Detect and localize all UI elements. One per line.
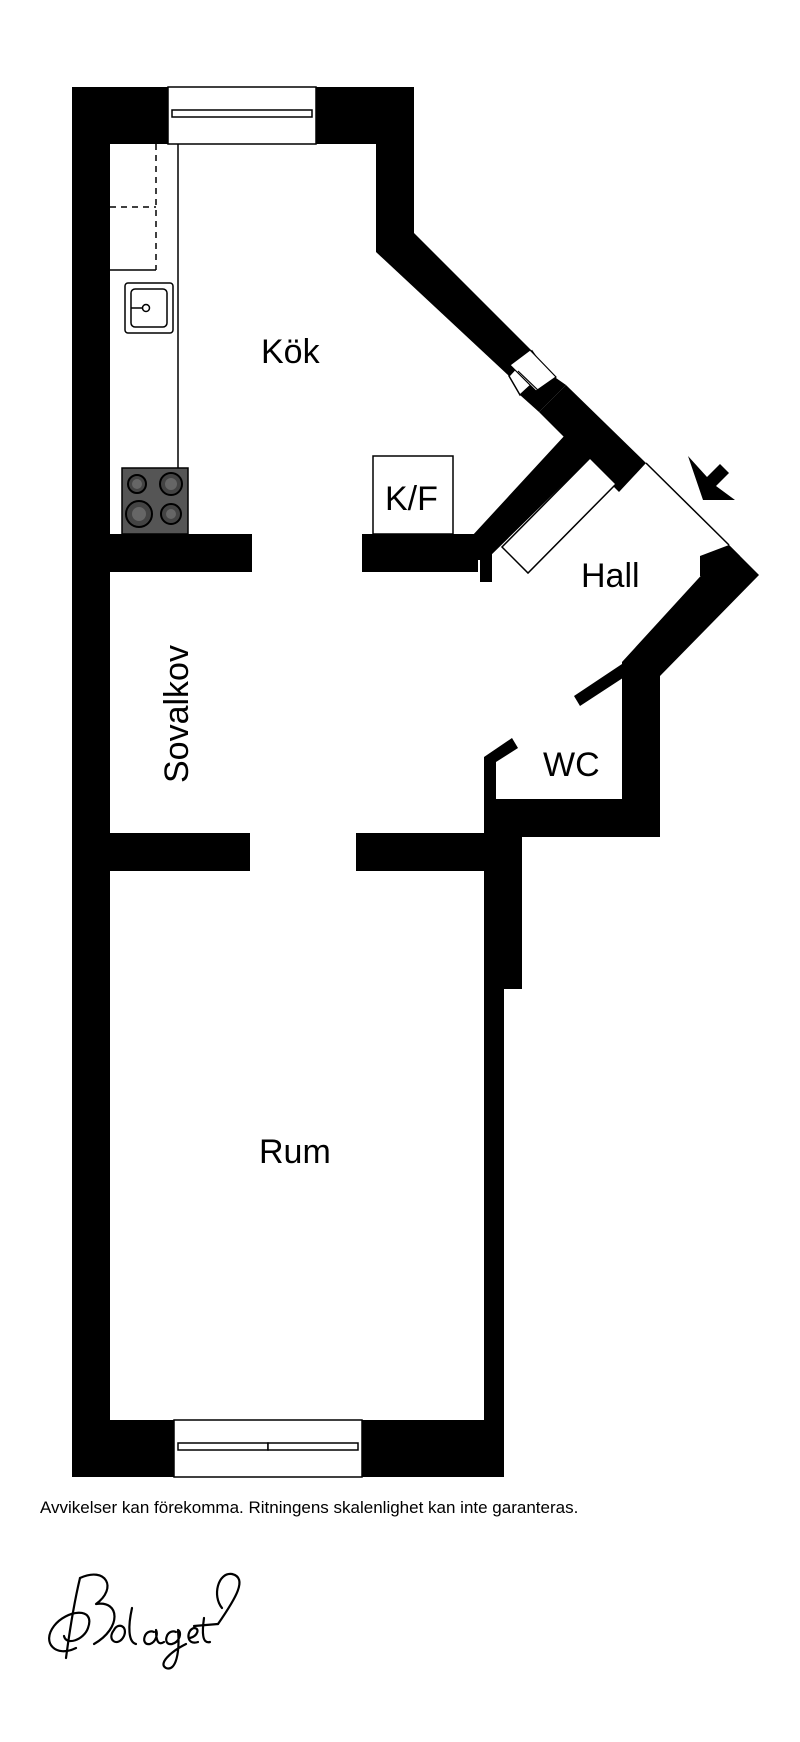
left-outer-wall — [72, 87, 110, 1477]
bottom-wall-left — [72, 1420, 174, 1477]
entrance-door — [645, 462, 730, 546]
sink-icon — [124, 282, 174, 334]
stove-icon — [121, 467, 189, 535]
room-label-fridge-freezer: K/F — [385, 480, 438, 518]
room-label-bedroom-alcove: Sovalkov — [158, 645, 196, 783]
top-wall-left — [72, 87, 168, 144]
rum-right-wall-upper — [484, 799, 522, 989]
entrance-arrow-icon — [688, 456, 735, 500]
kitchen-counter — [110, 144, 179, 468]
window-icon — [173, 1419, 363, 1478]
fridge-freezer-box — [372, 455, 454, 535]
diagonal-wall-lower — [539, 385, 646, 492]
rum-right-wall — [484, 960, 504, 1477]
room-label-hall: Hall — [581, 557, 640, 595]
wc-partition-left — [484, 738, 518, 799]
hall-inner-wall — [472, 434, 590, 560]
bottom-wall-right — [362, 1420, 504, 1477]
company-logo — [36, 1548, 256, 1678]
kitchen-divider-left — [110, 534, 252, 572]
kitchen-divider-right — [362, 534, 478, 572]
hall-outer-wall — [622, 545, 759, 676]
room-label-wc: WC — [543, 746, 600, 784]
room-label-kitchen: Kök — [261, 333, 321, 371]
sovalkov-divider-right — [356, 833, 484, 871]
diagonal-wall-upper — [376, 232, 532, 376]
walls — [72, 87, 759, 1477]
hall-outer-cap — [700, 545, 740, 576]
sovalkov-divider-left — [110, 833, 250, 871]
window-icon — [509, 349, 557, 395]
room-label-room: Rum — [259, 1133, 331, 1171]
diagonal-wall-join — [520, 371, 566, 412]
window-icon — [167, 86, 317, 145]
disclaimer-text: Avvikelser kan förekomma. Ritningens ska… — [40, 1498, 579, 1517]
kitchen-right-wall — [376, 87, 414, 252]
hall-wardrobe — [500, 456, 618, 575]
kitchen-divider-stub — [480, 552, 492, 582]
wc-partition-upper — [574, 662, 632, 706]
